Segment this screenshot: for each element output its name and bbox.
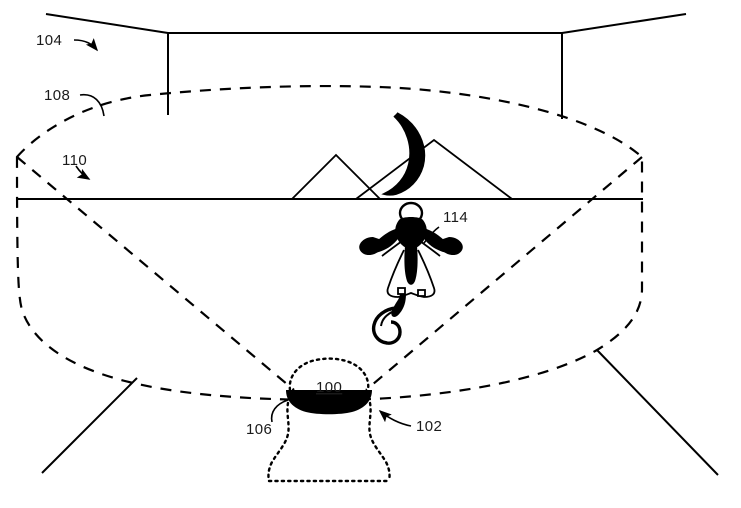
large-mountain <box>355 138 513 200</box>
virtual-scene-mountains <box>291 138 513 200</box>
avatar-hook-inner <box>380 309 399 327</box>
ceiling-right-diagonal <box>561 13 687 34</box>
display-headband <box>286 390 372 415</box>
ref-label-110: 110 <box>62 152 87 169</box>
reference-numerals: 104 108 110 114 100 106 102 <box>36 32 468 438</box>
leader-114 <box>423 226 440 244</box>
crescent-moon <box>381 112 426 196</box>
avatar-left-hand <box>359 237 381 256</box>
ref-label-104: 104 <box>36 32 62 49</box>
virtual-object-avatar <box>359 201 463 345</box>
leader-104 <box>73 38 99 52</box>
avatar-face <box>395 217 427 249</box>
avatar-right-hand <box>441 237 463 256</box>
jaw-right-outline <box>368 401 391 483</box>
ref-label-108: 108 <box>44 87 70 104</box>
user-head-silhouette <box>267 357 391 483</box>
ref-label-102: 102 <box>416 418 442 435</box>
avatar-robe <box>386 249 436 298</box>
skull-outline <box>288 357 370 392</box>
avatar-left-arm <box>381 240 403 257</box>
avatar-hook-curve <box>371 306 402 345</box>
avatar-robe-bead-right <box>417 289 426 297</box>
ref-label-100: 100 <box>316 379 342 396</box>
floor-left-diagonal <box>41 377 138 474</box>
small-mountain <box>291 153 381 200</box>
ceiling-left-diagonal <box>45 13 169 34</box>
avatar-right-arm <box>419 240 441 257</box>
jaw-left-outline <box>267 401 290 483</box>
fov-right-edge <box>365 156 643 391</box>
field-of-view-cone <box>16 156 643 391</box>
leader-108 <box>79 93 105 117</box>
leader-110 <box>75 165 91 180</box>
ref-label-106: 106 <box>246 421 272 438</box>
virtual-display-outline <box>15 84 644 402</box>
room-interior-lines <box>41 13 719 476</box>
virtual-display-boundary <box>15 84 644 402</box>
floor-right-diagonal <box>596 349 719 476</box>
fov-left-edge <box>16 156 295 391</box>
leader-102 <box>378 409 412 427</box>
ref-label-114: 114 <box>443 209 468 226</box>
avatar-torso <box>404 246 418 285</box>
leader-106 <box>270 399 289 423</box>
avatar-robe-bead-left <box>397 287 406 295</box>
reference-leaders <box>73 38 440 427</box>
moon-outline <box>381 112 426 196</box>
moon-shape <box>384 113 425 195</box>
